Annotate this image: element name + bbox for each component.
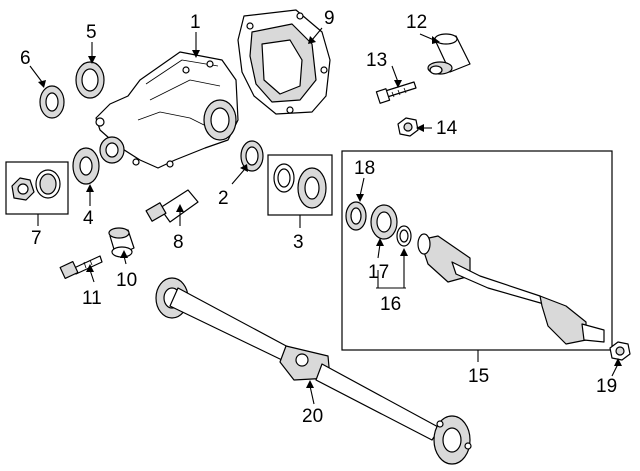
drive-shaft[interactable] — [155, 277, 472, 465]
callout-8[interactable]: 8 — [173, 232, 184, 253]
axle-nut[interactable] — [609, 341, 631, 361]
callout-6[interactable]: 6 — [20, 48, 31, 69]
callout-4[interactable]: 4 — [83, 208, 94, 229]
seal-6[interactable] — [39, 85, 65, 119]
callout-2[interactable]: 2 — [218, 188, 229, 209]
callout-16[interactable]: 16 — [380, 294, 401, 315]
seal-17[interactable] — [370, 204, 398, 240]
callout-5[interactable]: 5 — [86, 22, 97, 43]
seal-4[interactable] — [72, 147, 100, 185]
callout-13[interactable]: 13 — [366, 50, 387, 71]
callout-7[interactable]: 7 — [31, 228, 42, 249]
callout-18[interactable]: 18 — [354, 158, 375, 179]
callout-15[interactable]: 15 — [468, 366, 489, 387]
callout-14[interactable]: 14 — [436, 118, 458, 139]
kit-7-parts[interactable] — [11, 169, 61, 201]
bushing-10[interactable] — [108, 227, 135, 258]
seal-18[interactable] — [345, 201, 367, 231]
callout-12[interactable]: 12 — [406, 12, 427, 33]
callout-labels: 1 2 3 4 5 6 7 8 9 10 11 12 13 14 15 16 1… — [20, 8, 617, 427]
kit-7-box — [5, 161, 69, 215]
seal-5[interactable] — [75, 61, 105, 99]
callout-10[interactable]: 10 — [116, 270, 137, 291]
callout-20[interactable]: 20 — [302, 406, 323, 427]
sealant-tube[interactable] — [145, 189, 199, 223]
mount-nut[interactable] — [397, 117, 419, 137]
mount-bushing[interactable] — [427, 33, 471, 75]
callout-17[interactable]: 17 — [368, 262, 389, 283]
seal-2[interactable] — [240, 140, 264, 172]
bolt-11[interactable] — [59, 255, 103, 279]
axle-shaft[interactable] — [417, 233, 605, 345]
callout-3[interactable]: 3 — [293, 232, 304, 253]
kit-15-box — [341, 150, 613, 351]
callout-1[interactable]: 1 — [190, 12, 201, 33]
mount-bolt[interactable] — [375, 81, 417, 104]
callout-9[interactable]: 9 — [324, 8, 335, 29]
callout-leaders — [29, 27, 622, 405]
seal-16[interactable] — [396, 225, 412, 247]
kit-3-parts[interactable] — [273, 163, 327, 209]
differential-housing[interactable] — [95, 51, 239, 169]
callout-11[interactable]: 11 — [82, 288, 102, 309]
callout-19[interactable]: 19 — [596, 376, 617, 397]
housing-cover[interactable] — [237, 9, 331, 115]
